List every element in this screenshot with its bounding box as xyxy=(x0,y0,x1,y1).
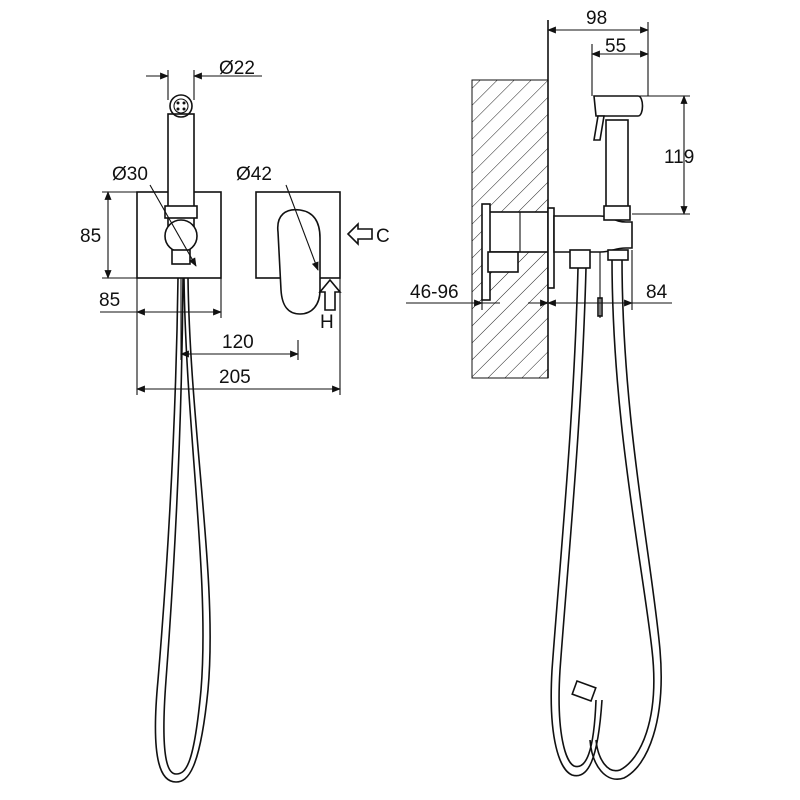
dim-d30: Ø30 xyxy=(112,164,148,185)
dim-wall-range: 46-96 xyxy=(410,282,459,303)
dim-d22: Ø22 xyxy=(219,58,255,79)
dim-d42: Ø42 xyxy=(236,164,272,185)
dim-total-w: 205 xyxy=(219,367,251,388)
in-wall-body xyxy=(485,211,549,253)
dim-depth-total: 98 xyxy=(586,8,607,29)
dim-depth-holder: 55 xyxy=(605,36,626,57)
dim-plate-h: 85 xyxy=(80,226,101,247)
mixer-lever xyxy=(276,208,321,315)
front-hose-inner xyxy=(163,277,204,775)
dim-proj: 84 xyxy=(646,282,668,303)
side-spray-head xyxy=(593,95,644,117)
spray-head-icon xyxy=(169,94,193,118)
hose-connector xyxy=(164,219,198,253)
front-view: Ø22 Ø30 Ø42 85 85 120 205 C H xyxy=(80,58,390,783)
side-hose-a xyxy=(550,267,603,777)
dim-plate-w: 85 xyxy=(99,290,120,311)
side-hose-b xyxy=(558,267,597,768)
side-hose-c xyxy=(595,257,655,772)
front-hose xyxy=(154,277,211,783)
side-hose-d xyxy=(589,257,662,780)
side-view: 98 55 119 46-96 84 xyxy=(406,8,694,780)
valve-body xyxy=(553,215,633,253)
side-handshower-body xyxy=(605,119,629,217)
label-cold: C xyxy=(376,226,390,247)
hot-inlet-arrow-icon xyxy=(318,278,342,311)
dim-holder-h: 119 xyxy=(664,147,694,168)
label-hot: H xyxy=(320,312,334,333)
cold-inlet-arrow-icon xyxy=(346,222,373,246)
dim-spacing: 120 xyxy=(222,332,254,353)
